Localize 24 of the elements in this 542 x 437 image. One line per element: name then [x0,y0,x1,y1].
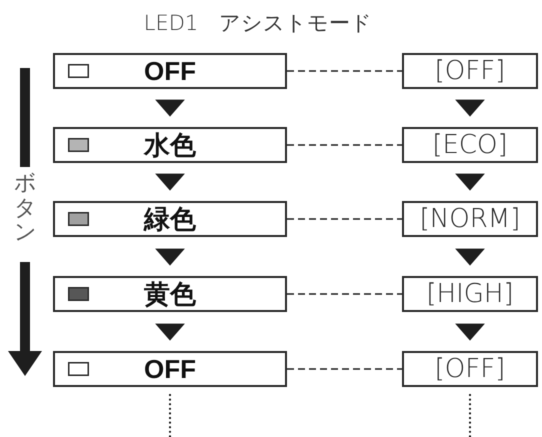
dotted-line [468,394,472,437]
state-label: 緑色 [144,204,196,234]
state-box [53,127,287,163]
title: LED1 アシストモード [144,11,372,35]
state-label: 黄色 [144,280,196,308]
state-label: 水色 [144,130,196,160]
dashed-line [287,70,402,72]
state-box [53,276,287,312]
state-label: OFF [144,354,196,384]
dotted-line [168,394,172,437]
state-label: OFF [144,56,196,86]
mode-box: [OFF] [402,53,538,89]
state-box [53,351,287,387]
mode-box: [NORM] [402,201,538,237]
dashed-line [287,144,402,146]
dashed-line [287,218,402,220]
dashed-line [287,293,402,295]
mode-box: [OFF] [402,351,538,387]
mode-box: [HIGH] [402,276,538,312]
state-box [53,53,287,89]
vertical-label: ボタン [14,171,37,244]
dashed-line [287,368,402,370]
state-box [53,201,287,237]
mode-box: [ECO] [402,127,538,163]
